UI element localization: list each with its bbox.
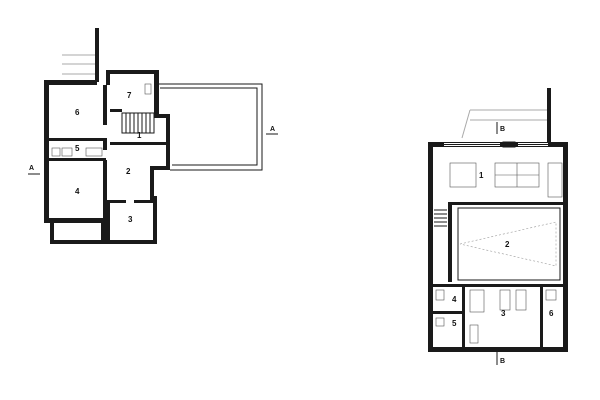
stair-left (121, 112, 155, 134)
section-mark-b-bottom: B (496, 352, 505, 365)
left-floor-plan: 1 2 3 4 5 6 7 A A (28, 28, 278, 244)
windows-top (444, 141, 548, 148)
room-label: 2 (126, 167, 131, 176)
fixtures-lower (435, 289, 557, 344)
room-label: 3 (501, 309, 506, 318)
svg-text:B: B (500, 126, 505, 133)
room-label: 5 (452, 319, 457, 328)
section-mark-a-right: A (266, 126, 278, 135)
section-mark-a-left: A (28, 165, 40, 175)
stair-right (434, 209, 447, 227)
svg-text:A: A (270, 126, 275, 133)
room-label: 7 (127, 91, 132, 100)
room-label: 1 (137, 131, 142, 140)
terrace-outline (158, 83, 263, 171)
svg-text:B: B (500, 358, 505, 365)
room-label: 1 (479, 171, 484, 180)
svg-text:A: A (29, 165, 34, 172)
room-label: 3 (128, 215, 133, 224)
furniture-room-1 (449, 162, 563, 198)
room-label: 4 (75, 187, 80, 196)
site-lines (62, 54, 96, 75)
chimney-wall (547, 88, 551, 146)
chimney-wall (95, 28, 99, 82)
room-label: 6 (75, 108, 80, 117)
room-label: 2 (505, 240, 510, 249)
garage-outline (457, 207, 561, 281)
room-label: 5 (75, 144, 80, 153)
right-floor-plan: 1 2 3 4 5 6 B B (428, 88, 568, 365)
site-lines (461, 109, 548, 139)
room-label: 6 (549, 309, 554, 318)
room-label: 4 (452, 295, 457, 304)
inner-walls (433, 202, 563, 347)
inner-walls (49, 85, 170, 218)
section-mark-b-top: B (496, 122, 505, 134)
bath-fixtures-left (51, 83, 152, 157)
